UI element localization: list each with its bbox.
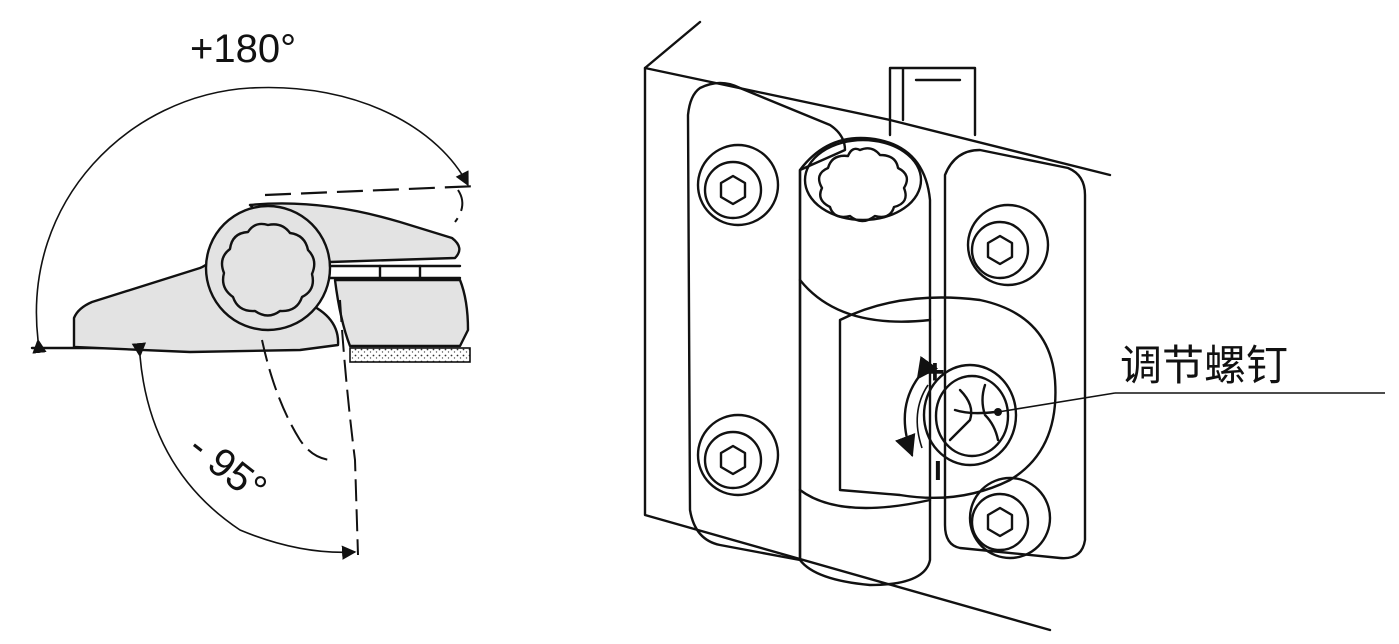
screw-top-left — [696, 143, 780, 227]
splined-bore — [220, 222, 316, 317]
close-angle-label: - 95° — [180, 424, 274, 511]
frame-outline — [643, 20, 1052, 632]
perspective-view — [643, 20, 1385, 632]
door-gap-profile — [888, 66, 977, 137]
open-angle-label: +180° — [190, 27, 296, 71]
mounting-surface — [349, 347, 471, 363]
close-angle-arc — [131, 342, 357, 560]
adjust-screw-leader — [997, 392, 1116, 413]
open-position-dashed — [264, 184, 479, 197]
knuckle-top — [803, 138, 923, 222]
knuckle-barrel — [798, 136, 932, 587]
adjust-plus-symbol: + — [925, 353, 945, 391]
knuckle-spline — [817, 147, 909, 223]
closed-position-dashed-1 — [261, 339, 331, 461]
adjust-rotation-arrow-inner — [916, 384, 929, 449]
adjust-screw-label: 调节螺钉 — [1120, 342, 1288, 389]
adjust-housing — [838, 296, 1057, 500]
open-position-dashed-tip — [454, 189, 464, 223]
open-angle-arc — [32, 86, 469, 354]
screw-bottom-right — [968, 476, 1052, 560]
mount-block — [333, 278, 470, 348]
adjust-minus-symbol: I — [934, 455, 942, 486]
right-hinge-plate — [943, 148, 1087, 560]
screw-top-right — [966, 203, 1050, 287]
adjust-rotation-arrow — [895, 355, 939, 458]
screw-bottom-left — [696, 413, 780, 497]
side-view — [30, 86, 479, 560]
